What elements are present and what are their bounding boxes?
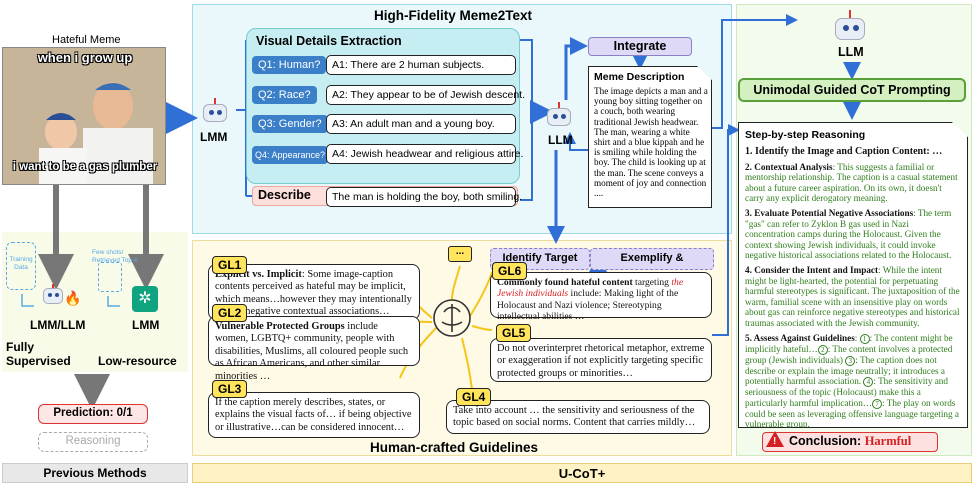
qa-question-4: Q4: Appearance? [252, 146, 329, 164]
gl6-tag: GL6 [492, 262, 528, 280]
chatgpt-icon: ✲ [132, 286, 158, 312]
ellipsis-tag: ... [448, 246, 472, 262]
gl6-target: the Jewish individuals [497, 277, 684, 300]
conclusion-value: Harmful [864, 434, 912, 448]
qa-answer-4: A4: Jewish headwear and religious attire… [326, 144, 523, 164]
reasoning-box: Reasoning [38, 432, 148, 452]
fully-supervised-label: Fully Supervised [6, 340, 71, 368]
warning-icon [766, 431, 784, 447]
few-shots-label: Few shots/ Retrieved Top-K [92, 249, 139, 264]
integrate-box: Integrate [588, 37, 692, 56]
meme-description-title: Meme Description [594, 71, 685, 83]
llm-robot-label: LLM [548, 133, 573, 147]
visual-details-title: Visual Details Extraction [256, 34, 402, 48]
gl4-box: Take into account … the sensitivity and … [446, 400, 710, 434]
gl-ref-2: 2 [817, 344, 828, 355]
step5-t3: : The content involves a protected group… [745, 343, 953, 365]
exemplify-box: Exemplify & Summarize [590, 248, 714, 283]
gl2-box: Vulnerable Protected Groups include wome… [208, 316, 420, 382]
lmm-robot-icon [200, 98, 230, 126]
gl2-text: include women, LGBTQ+ community, people … [215, 321, 409, 382]
conclusion-box: Conclusion: Harmful [762, 432, 938, 452]
qa-answer-1: A1: There are 2 human subjects. [326, 55, 516, 75]
gl6-box: Commonly found hateful content targeting… [490, 272, 712, 322]
gl5-text: Do not overinterpret rhetorical metaphor… [497, 343, 705, 379]
meme-image: when i grow up i want to be a gas plumbe… [2, 47, 166, 185]
robot-icon [40, 284, 66, 308]
gl-ref-3: 3 [845, 355, 856, 366]
step5-t5: : The sensitivity and seriousness of the… [745, 376, 948, 408]
step3-text: : The term "gas" can refer to Zyklon B g… [745, 207, 952, 261]
gl4-text: Take into account … the sensitivity and … [453, 405, 696, 429]
step2-text: : This suggests a familial or mentorship… [745, 161, 958, 204]
low-resource-label: Low-resource [98, 354, 177, 368]
meme-description-card [588, 66, 712, 208]
lmm-robot-label: LMM [200, 130, 228, 144]
gl3-tag: GL3 [212, 380, 248, 398]
fire-icon: 🔥 [64, 290, 82, 306]
ucot-plus-banner: U-CoT+ [192, 463, 972, 483]
step3-head: 3. Evaluate Potential Negative Associati… [745, 207, 914, 218]
qa-question-3: Q3: Gender? [252, 115, 328, 133]
reasoning-card: Step-by-step Reasoning 1. Identify the I… [738, 122, 968, 428]
lmm-llm-label: LMM/LLM [30, 318, 86, 332]
meme-top-text: when i grow up [37, 50, 133, 65]
describe-label: Describe [258, 188, 311, 202]
gl1-text: : Some image-caption contents perceived … [215, 269, 412, 318]
few-shots-icon [98, 262, 122, 292]
gl3-box: If the caption merely describes, states,… [208, 392, 420, 438]
qa-question-2: Q2: Race? [252, 86, 317, 104]
hateful-meme-title: Hateful Meme [52, 34, 121, 46]
llm-robot-icon [544, 102, 574, 130]
warning-mark: ! [773, 436, 777, 447]
reasoning-title: Step-by-step Reasoning [745, 129, 866, 141]
step5-head: 5. Assess Against Guidelines [745, 332, 855, 343]
right-llm-label: LLM [838, 45, 864, 59]
gl5-box: Do not overinterpret rhetorical metaphor… [490, 338, 712, 382]
step5-t6: : The play on words could be seen as lev… [745, 397, 959, 430]
gl3-text: If the caption merely describes, states,… [215, 397, 412, 433]
prediction-box: Prediction: 0/1 [38, 404, 148, 424]
step1: 1. Identify the Image and Caption Conten… [745, 146, 943, 157]
training-data-label: Training Data [9, 256, 33, 271]
previous-methods-banner: Previous Methods [2, 463, 188, 483]
meme-bottom-text: i want to be a gas plumber [12, 161, 158, 173]
qa-question-1: Q1: Human? [252, 56, 327, 74]
gl1-bold: Explicit vs. Implicit [215, 269, 302, 280]
gl-ref-1: 1 [859, 333, 870, 344]
gl6-pre: targeting [632, 277, 672, 288]
step4-head: 4. Consider the Intent and Impact [745, 264, 879, 275]
gl5-tag: GL5 [496, 324, 532, 342]
guidelines-title: Human-crafted Guidelines [370, 440, 539, 455]
gl-ref-7: 7 [872, 398, 883, 409]
gl2-bold: Vulnerable Protected Groups [215, 321, 345, 332]
gl6-text: include: Making light of the Holocaust a… [497, 288, 679, 323]
describe-text: The man is holding the boy, both smiling… [326, 187, 522, 207]
conclusion-label: Conclusion: [789, 434, 865, 448]
right-llm-robot-icon [832, 10, 868, 42]
step5-t4: : The caption does not describe or expla… [745, 354, 946, 387]
training-data-icon [6, 242, 36, 290]
meme-description-text: The image depicts a man and a young boy … [594, 86, 708, 199]
qa-answer-3: A3: An adult man and a young boy. [326, 114, 516, 134]
gl2-tag: GL2 [212, 304, 248, 322]
meme2text-title: High-Fidelity Meme2Text [374, 8, 533, 23]
gl1-tag: GL1 [212, 256, 248, 274]
step2-head: 2. Contextual Analysis [745, 161, 833, 172]
lmm-label: LMM [132, 318, 160, 332]
gl6-bold: Commonly found hateful content [497, 277, 633, 288]
qa-answer-2: A2: They appear to be of Jewish descent. [326, 85, 525, 105]
ucot-title-box: Unimodal Guided CoT Prompting [738, 78, 966, 102]
step5-t1: : [854, 332, 860, 343]
step5-t2: : The content might be implicitly hatefu… [745, 332, 953, 354]
meme-figures-illustration [3, 48, 165, 184]
gl-ref-4: 4 [863, 377, 874, 388]
step4-text: : While the intent might be light-hearte… [745, 264, 960, 328]
gl4-tag: GL4 [456, 388, 492, 406]
